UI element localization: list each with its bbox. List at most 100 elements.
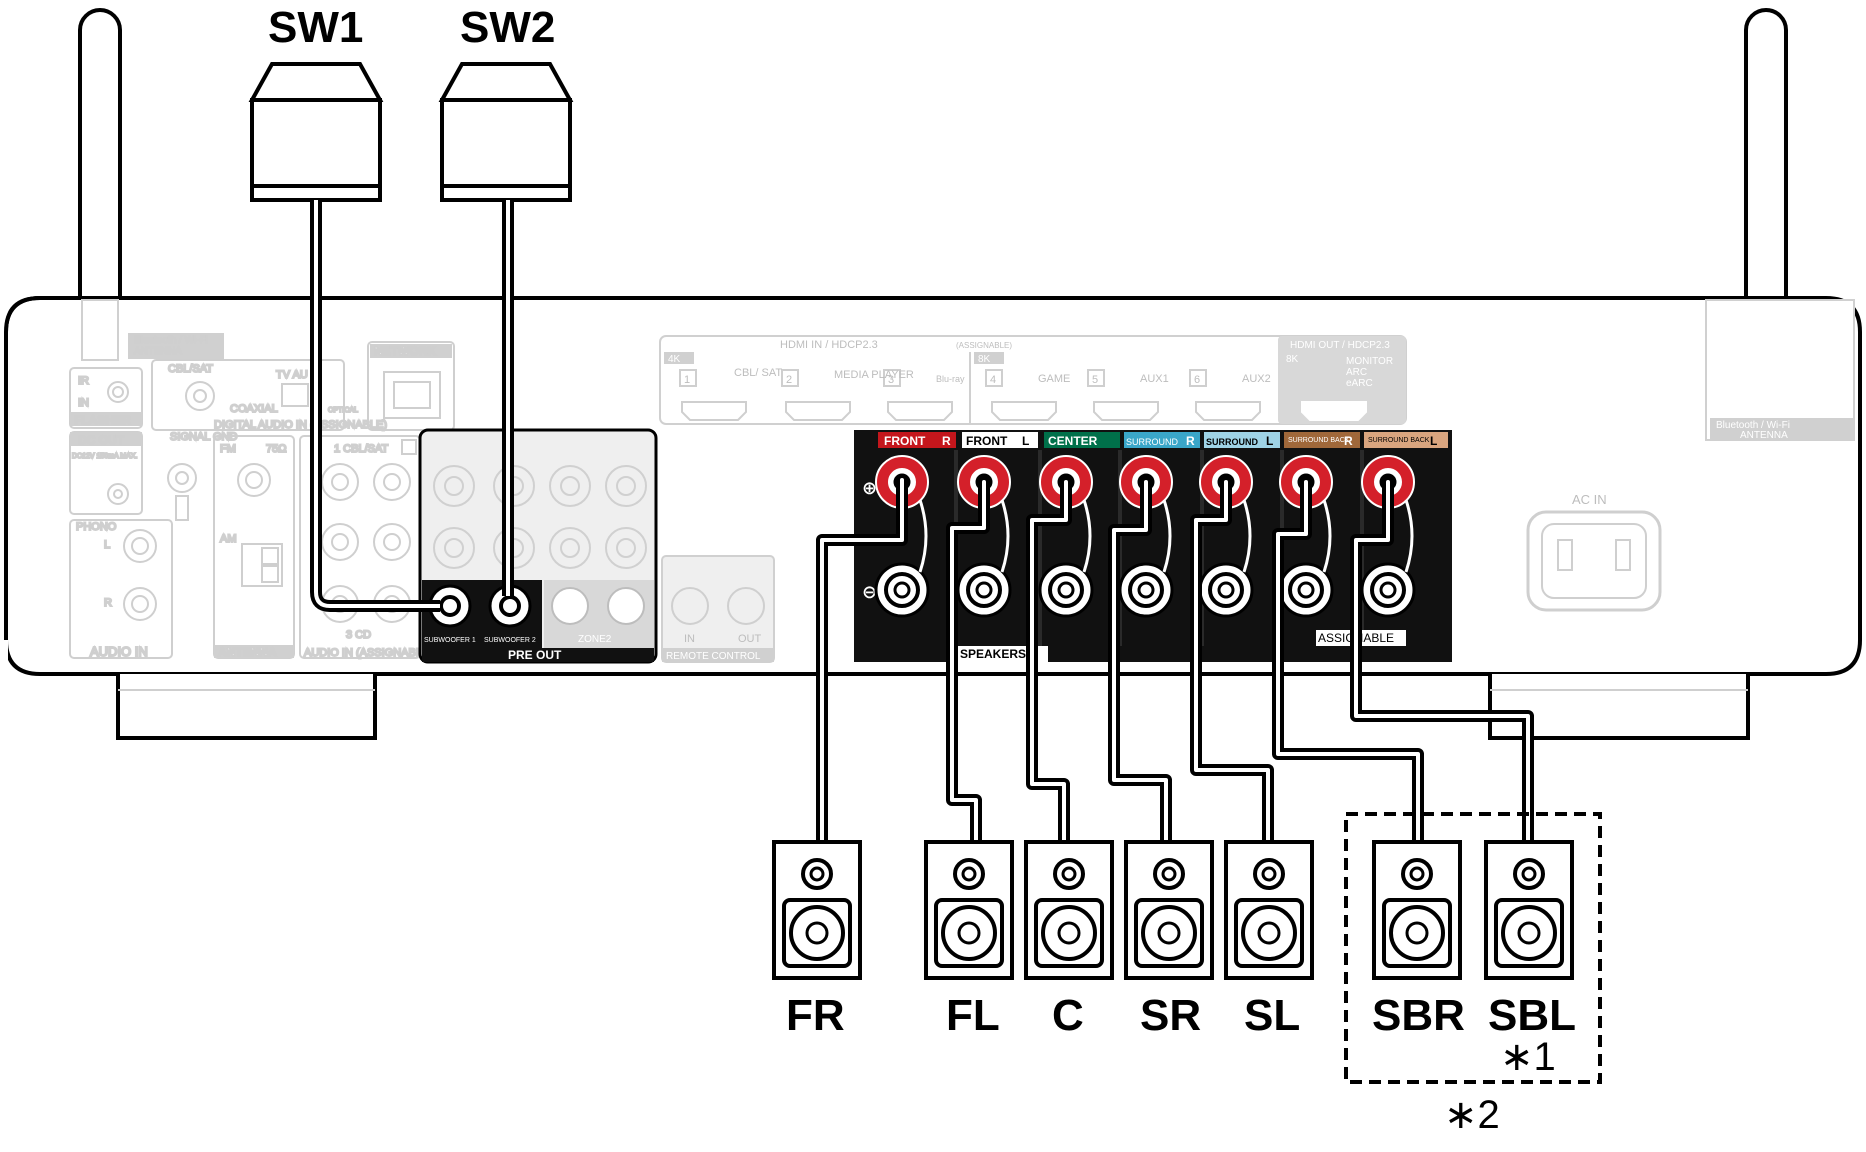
svg-text:Bluetooth / Wi-Fi: Bluetooth / Wi-Fi [1716,420,1790,431]
audio-in-label: AUDIO IN [90,644,148,659]
svg-text:ANTENNA: ANTENNA [1740,430,1788,441]
svg-text:Blu-ray: Blu-ray [936,374,965,384]
svg-text:6: 6 [1194,374,1200,386]
bt-antenna-left-label: Bluetooth / Wi-Fi [134,335,208,346]
svg-text:HDMI IN / HDCP2.3: HDMI IN / HDCP2.3 [780,339,878,351]
svg-text:IN: IN [78,397,89,409]
subwoofer-label-sw2: SW2 [460,3,555,52]
speaker-box-sr [1124,840,1214,980]
subwoofers: SW1 SW2 [248,3,574,202]
svg-text:IN: IN [684,633,695,645]
speaker-label-fl: FL [946,991,1000,1040]
svg-text:MEDIA PLAYER: MEDIA PLAYER [834,369,914,381]
subwoofer-label-sw1: SW1 [268,3,363,52]
ac-in-label: AC IN [1572,492,1607,507]
speaker-label-sl: SL [1244,991,1300,1040]
svg-text:HDMI OUT / HDCP2.3: HDMI OUT / HDCP2.3 [1290,340,1390,351]
svg-text:AUX2: AUX2 [1242,373,1271,385]
svg-text:REMOTE CONTROL: REMOTE CONTROL [666,651,761,662]
svg-text:SURROUND: SURROUND [1206,437,1259,447]
speaker-label-sbr: SBR [1372,991,1465,1040]
svg-text:L: L [1430,434,1437,448]
subwoofer-sw2 [438,62,574,202]
svg-text:2: 2 [786,374,792,386]
svg-text:OUT: OUT [738,633,762,645]
subwoofer-cables [310,200,514,612]
speaker-label-sr: SR [1140,991,1201,1040]
svg-text:AUX1: AUX1 [1140,373,1169,385]
flasher-label: FLASHER [74,413,131,427]
hdmi-panel: HDMI IN / HDCP2.3 (ASSIGNABLE) 4K 8K 1 C… [659,335,1407,425]
svg-text:R: R [1186,434,1195,448]
svg-text:SIGNAL GND: SIGNAL GND [170,431,237,443]
svg-text:ARC: ARC [1346,367,1367,378]
svg-text:CBL/SAT: CBL/SAT [168,363,213,375]
speaker-cables [816,474,1534,848]
antenna-label: ANTENNA [218,645,277,659]
footnote-1: ∗1 [1500,1035,1556,1079]
svg-text:SURROUND BACK: SURROUND BACK [1288,437,1350,444]
svg-text:(ASSIGNABLE): (ASSIGNABLE) [956,341,1012,350]
svg-text:FM: FM [220,443,236,455]
svg-text:8K: 8K [978,354,991,365]
svg-text:AM: AM [220,533,237,545]
svg-text:ZONE2: ZONE2 [578,634,612,645]
svg-text:R: R [104,597,112,609]
left-foot [116,674,377,740]
svg-text:4K: 4K [668,354,681,365]
svg-text:eARC: eARC [1346,378,1373,389]
svg-text:R: R [1344,434,1353,448]
speaker-box-sl [1224,840,1314,980]
right-antenna [1744,8,1788,342]
svg-text:8K: 8K [1286,354,1299,365]
subwoofer2-label: SUBWOOFER 2 [484,637,536,644]
svg-text:⊕: ⊕ [862,478,877,499]
right-faded-block: Bluetooth / Wi-Fi ANTENNA AC IN [1526,299,1855,612]
svg-text:FRONT: FRONT [966,434,1008,448]
svg-text:L: L [1266,434,1273,448]
svg-text:1 CBL/SAT: 1 CBL/SAT [334,443,388,455]
speaker-box-fr [772,840,862,980]
speaker-box-fl [924,840,1014,980]
svg-text:OPTICAL: OPTICAL [328,407,358,414]
svg-text:FRONT: FRONT [884,434,926,448]
subwoofer1-label: SUBWOOFER 1 [424,637,476,644]
svg-text:MONITOR: MONITOR [1346,356,1393,367]
speakers-label: SPEAKERS [960,647,1026,661]
svg-text:DIGITAL AUDIO IN (ASSIGNABLE): DIGITAL AUDIO IN (ASSIGNABLE) [214,419,387,431]
pre-out-label: PRE OUT [508,648,562,662]
speaker-box-sbl [1484,840,1574,980]
svg-text:5: 5 [1092,374,1098,386]
left-antenna [78,8,122,342]
svg-text:IR: IR [78,375,89,387]
speaker-boxes [772,840,1574,980]
svg-text:GAME: GAME [1038,373,1070,385]
svg-text:CENTER: CENTER [1048,434,1098,448]
svg-text:SURROUND: SURROUND [1126,437,1179,447]
svg-text:CBL/ SAT: CBL/ SAT [734,367,782,379]
subwoofer-sw1 [248,62,384,202]
speaker-label-c: C [1052,991,1084,1040]
svg-text:TV AU: TV AU [276,369,308,381]
svg-text:⊖: ⊖ [862,582,877,603]
dc-out-label: DC OUT [78,433,125,447]
svg-text:L: L [104,539,110,551]
svg-text:3: 3 [888,374,894,386]
speaker-label-fr: FR [786,991,845,1040]
svg-text:SURROUND BACK: SURROUND BACK [1368,437,1430,444]
svg-text:ANTENNA: ANTENNA [134,346,182,357]
svg-text:1: 1 [684,374,690,386]
svg-text:4: 4 [990,374,996,386]
svg-text:PHONO: PHONO [76,521,117,533]
svg-text:L: L [1022,434,1029,448]
speaker-labels: FR FL C SR SL SBR SBL [786,991,1576,1040]
footnote-2: ∗2 [1444,1093,1500,1137]
network-label: NETWORK [374,344,436,358]
surround-back-group-box [1344,812,1602,1084]
svg-text:75Ω: 75Ω [266,443,286,455]
svg-text:3 CD: 3 CD [346,629,371,641]
svg-text:COAXIAL: COAXIAL [230,403,278,415]
speaker-label-sbl: SBL [1488,991,1576,1040]
svg-text:DC12V 150mA MAX.: DC12V 150mA MAX. [72,453,137,460]
